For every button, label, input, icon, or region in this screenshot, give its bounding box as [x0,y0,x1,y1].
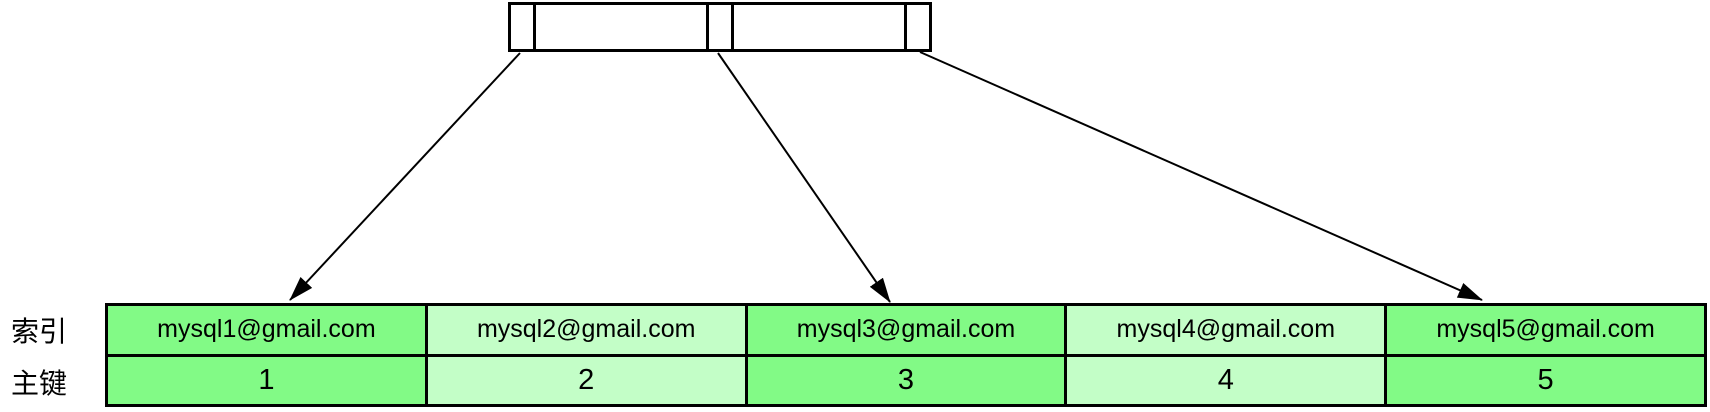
btree-node-pointer-cell [511,5,533,49]
pointer-arrow-2 [717,52,891,303]
index-cell-4: mysql4@gmail.com [1067,306,1385,354]
index-cell-5: mysql5@gmail.com [1387,306,1704,354]
primary-key-cell-1: 1 [108,356,425,404]
index-cell-1: mysql1@gmail.com [108,306,425,354]
row-label-primary-key: 主键 [10,368,67,399]
primary-key-cell-5: 5 [1387,356,1704,404]
pointer-arrow-3 [919,51,1483,301]
btree-node [508,2,932,52]
primary-key-cell-2: 2 [427,356,745,404]
row-label-index: 索引 [10,316,67,347]
index-cell-2: mysql2@gmail.com [427,306,745,354]
primary-key-cell-4: 4 [1067,356,1385,404]
btree-node-key-cell [536,5,706,49]
btree-node-key-cell [734,5,904,49]
pointer-arrow-1 [289,52,521,301]
btree-node-pointer-cell [907,5,929,49]
index-table: mysql1@gmail.com mysql2@gmail.com mysql3… [105,303,1707,407]
btree-node-pointer-cell [709,5,731,49]
index-cell-3: mysql3@gmail.com [747,306,1065,354]
primary-key-cell-3: 3 [747,356,1065,404]
